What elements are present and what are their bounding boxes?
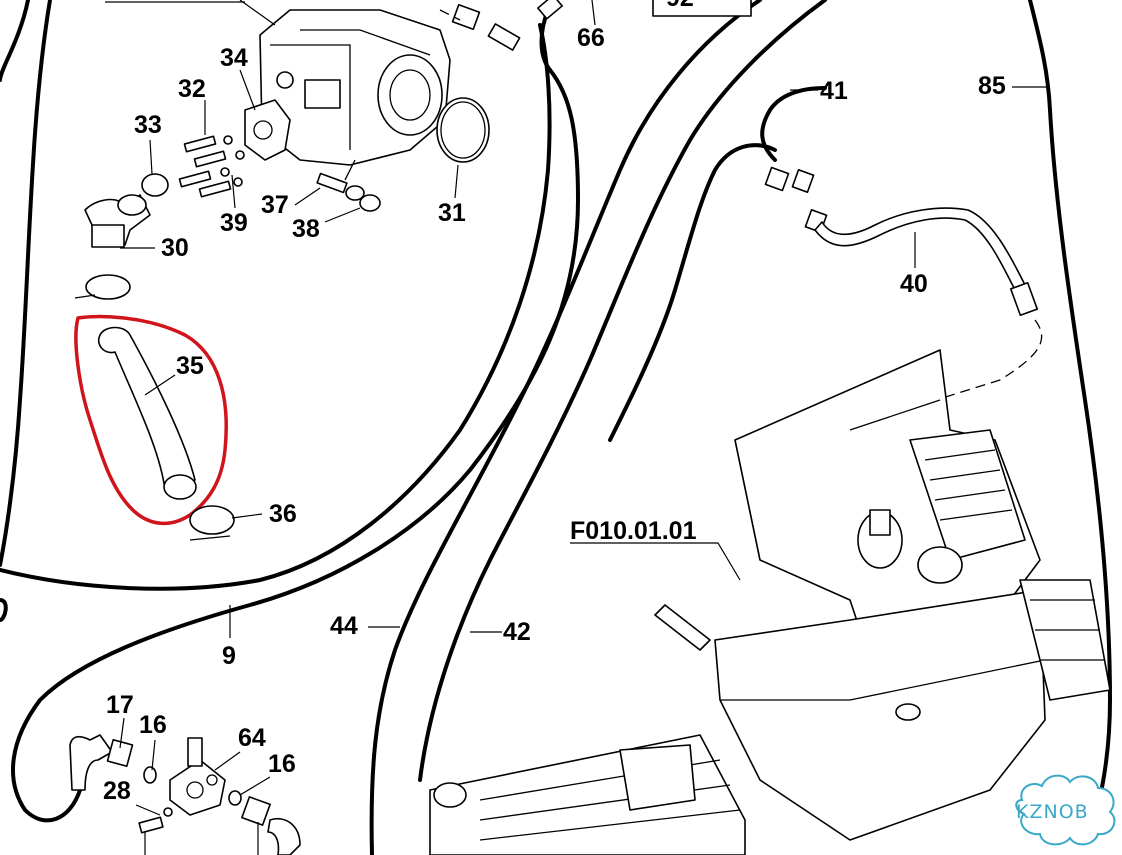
- callout-labels: 92 66 34 32 41 85 33 37 31 39 38 30 40 3…: [103, 0, 1006, 805]
- leader-lines: [119, 0, 1048, 855]
- hose-9: [0, 0, 52, 567]
- callout-41: 41: [820, 77, 848, 105]
- bolt-37: [316, 172, 348, 194]
- washer-38b: [359, 194, 381, 212]
- callout-16a: 16: [139, 711, 167, 739]
- flange-34: [244, 99, 291, 161]
- washer-38a: [345, 185, 365, 201]
- cooler-assembly: [429, 734, 746, 855]
- fittings-top: [439, 0, 563, 51]
- hose-44: [369, 0, 762, 855]
- watermark-text: KZNOB: [1016, 801, 1089, 823]
- hydraulic-pump: [259, 9, 451, 181]
- callout-33: 33: [134, 111, 162, 139]
- o-ring-16b: [228, 790, 242, 806]
- ref-box-92: [652, 0, 752, 17]
- callout-92: 92: [666, 0, 694, 12]
- elbow-30: [84, 194, 151, 248]
- callout-44: 44: [330, 612, 358, 640]
- callout-31: 31: [438, 199, 466, 227]
- hose-85: [1028, 0, 1112, 842]
- callout-64: 64: [238, 724, 266, 752]
- o-ring-31: [436, 97, 490, 163]
- clamp-36: [189, 505, 235, 535]
- callout-36: 36: [269, 500, 297, 528]
- callout-40: 40: [900, 270, 928, 298]
- callout-39: 39: [220, 209, 248, 237]
- callout-32: 32: [178, 75, 206, 103]
- callout-17: 17: [106, 691, 134, 719]
- callout-38: 38: [292, 215, 320, 243]
- bolt-28: [138, 816, 164, 834]
- hose-42: [418, 0, 827, 782]
- callout-42: 42: [503, 618, 531, 646]
- watermark-badge: KZNOB: [1015, 774, 1116, 846]
- callout-35: 35: [176, 352, 204, 380]
- callout-66: 66: [577, 24, 605, 52]
- clamp-30: [85, 274, 131, 300]
- hose-66: [11, 8, 580, 823]
- valve-group: [69, 734, 301, 855]
- callout-34: 34: [220, 44, 248, 72]
- callout-37: 37: [261, 191, 289, 219]
- hose-assembly-40: [764, 166, 1043, 501]
- reference-code: F010.01.01: [570, 517, 697, 545]
- tank-assembly: [654, 349, 1111, 841]
- o-ring-33: [141, 173, 169, 197]
- callout-85: 85: [978, 72, 1006, 100]
- callout-16b: 16: [268, 750, 296, 778]
- o-ring-16a: [143, 766, 157, 784]
- highlight-35: [74, 314, 228, 525]
- bolts-32: [178, 135, 245, 198]
- callout-30: 30: [161, 234, 189, 262]
- callout-28: 28: [103, 777, 131, 805]
- hose-35: [97, 326, 197, 500]
- callout-9: 9: [222, 642, 236, 670]
